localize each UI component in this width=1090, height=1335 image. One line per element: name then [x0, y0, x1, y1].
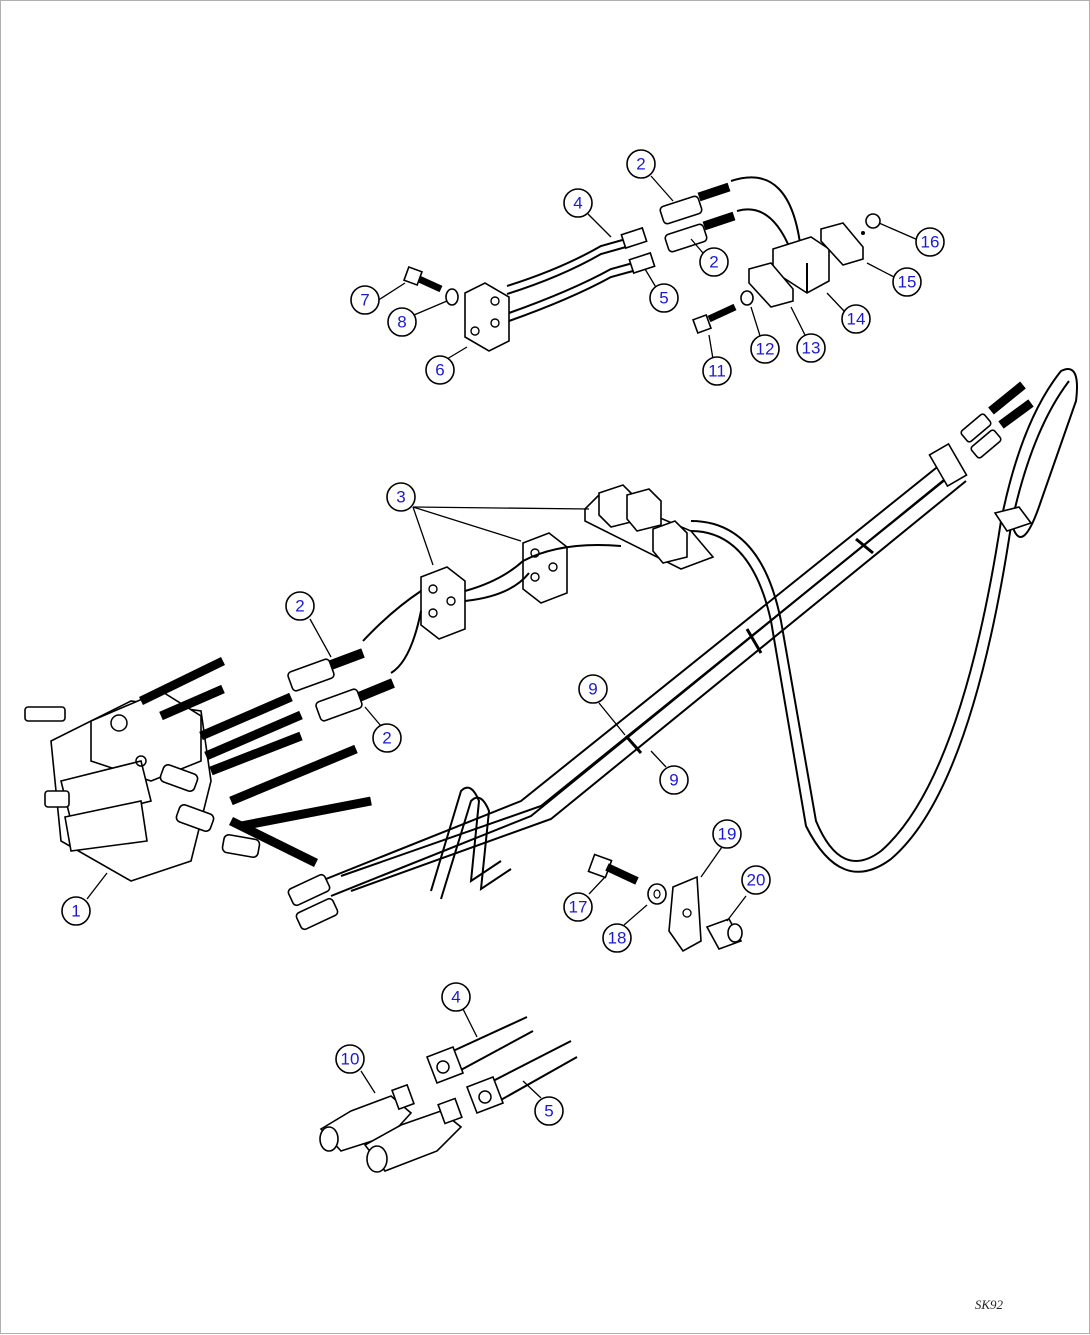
callout-15: 15: [892, 267, 922, 297]
callout-5-lower: 5: [534, 1096, 564, 1126]
control-valve-1: [24, 656, 372, 931]
callout-14: 14: [841, 304, 871, 334]
washer-12: [740, 290, 754, 306]
washer-18: [647, 883, 667, 905]
nut-16: [865, 213, 881, 229]
svg-text:12: 12: [756, 340, 775, 359]
upper-hose-group: [403, 176, 881, 352]
callout-2-middle-top: 2: [285, 591, 315, 621]
svg-text:7: 7: [360, 291, 369, 310]
svg-text:19: 19: [718, 825, 737, 844]
svg-text:6: 6: [435, 361, 444, 380]
svg-text:2: 2: [295, 597, 304, 616]
bolt-7: [403, 266, 443, 293]
callout-16: 16: [915, 227, 945, 257]
bolt-11: [692, 303, 737, 334]
callout-9-lower: 9: [659, 765, 689, 795]
callout-7: 7: [350, 285, 380, 315]
svg-text:13: 13: [802, 339, 821, 358]
quick-coupler-middle: [287, 648, 395, 722]
lower-detail-coupler-assembly: [319, 1016, 578, 1173]
svg-text:9: 9: [588, 680, 597, 699]
svg-text:11: 11: [708, 362, 726, 381]
hose-end-fitting-upper: [620, 226, 656, 275]
loose-hardware: [587, 853, 743, 953]
svg-text:1: 1: [71, 902, 80, 921]
sleeve-20: [705, 918, 743, 950]
drawing-reference-id: SK92: [974, 1297, 1003, 1312]
callout-3: 3: [386, 482, 416, 512]
leader-lines: [86, 175, 919, 1099]
svg-text:10: 10: [341, 1050, 360, 1069]
svg-text:4: 4: [573, 194, 582, 213]
hose-block-3-left: [420, 566, 466, 640]
svg-text:14: 14: [847, 310, 866, 329]
callout-1: 1: [61, 896, 91, 926]
svg-text:9: 9: [669, 771, 678, 790]
bulkhead-coupling-top-right: [928, 381, 1034, 488]
svg-text:16: 16: [921, 233, 940, 252]
svg-text:20: 20: [747, 871, 766, 890]
clip-19: [668, 875, 702, 953]
hose-clip: [993, 506, 1033, 532]
clamp-plate-13: [748, 262, 794, 308]
svg-text:8: 8: [397, 313, 406, 332]
main-hose-routing: [287, 368, 1078, 900]
mounting-bracket-3: [584, 484, 715, 570]
callout-5-upper: 5: [649, 283, 679, 313]
callout-18: 18: [602, 923, 632, 953]
clamp-plate-15: [820, 222, 864, 266]
callout-10: 10: [335, 1044, 365, 1074]
svg-text:18: 18: [608, 929, 627, 948]
svg-text:5: 5: [544, 1102, 553, 1121]
svg-text:15: 15: [898, 273, 917, 292]
callout-4-lower: 4: [441, 982, 471, 1012]
svg-text:2: 2: [382, 729, 391, 748]
washer-8: [445, 288, 459, 306]
callout-4-upper: 4: [563, 188, 593, 218]
bolt-17: [587, 853, 639, 885]
quick-coupler-upper: [659, 182, 736, 253]
callout-8: 8: [387, 307, 417, 337]
callout-12: 12: [750, 334, 780, 364]
svg-text:2: 2: [636, 155, 645, 174]
svg-text:4: 4: [451, 988, 460, 1007]
callout-2-middle-bottom: 2: [372, 723, 402, 753]
callout-17: 17: [563, 892, 593, 922]
hose-block-3-mid: [522, 532, 568, 604]
callout-2-upper-right: 2: [699, 247, 729, 277]
callout-6: 6: [425, 355, 455, 385]
clamp-block-6: [464, 282, 510, 352]
svg-text:17: 17: [569, 898, 588, 917]
svg-text:5: 5: [659, 289, 668, 308]
svg-text:3: 3: [396, 488, 405, 507]
callout-20: 20: [741, 865, 771, 895]
callout-19: 19: [712, 819, 742, 849]
callout-11: 11: [702, 356, 732, 386]
svg-text:2: 2: [709, 253, 718, 272]
callout-13: 13: [796, 333, 826, 363]
callout-2-upper-left: 2: [626, 149, 656, 179]
callout-9-upper: 9: [578, 674, 608, 704]
